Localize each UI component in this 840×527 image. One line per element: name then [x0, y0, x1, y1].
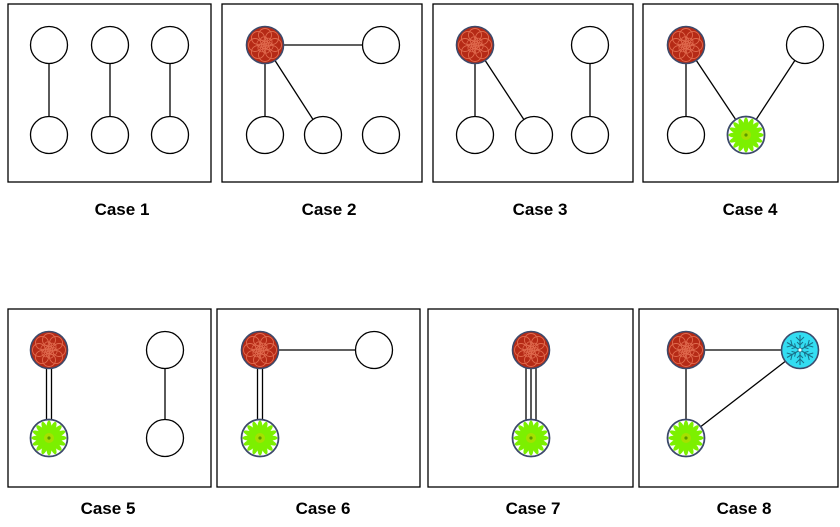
- empty-node: [785, 25, 825, 65]
- empty-node: [303, 115, 343, 155]
- empty-node: [455, 115, 495, 155]
- rose-node-icon: [29, 330, 69, 370]
- empty-node: [361, 115, 401, 155]
- empty-node: [145, 418, 185, 458]
- rose-node-icon: [455, 25, 495, 65]
- graph-edge: [685, 349, 801, 439]
- empty-node: [29, 25, 69, 65]
- case-caption: Case 6: [296, 499, 351, 518]
- empty-node: [150, 115, 190, 155]
- empty-node: [145, 330, 185, 370]
- case-panel-6: Case 6: [216, 308, 421, 518]
- rose-node-icon: [240, 330, 280, 370]
- daisy-node-icon: [240, 418, 280, 458]
- rose-node-icon: [666, 330, 706, 370]
- case-caption: Case 2: [302, 200, 357, 219]
- empty-node: [514, 115, 554, 155]
- case-caption: Case 7: [506, 499, 561, 518]
- snowflake-node-icon: [780, 330, 820, 370]
- daisy-node-icon: [726, 115, 766, 155]
- empty-node: [245, 115, 285, 155]
- daisy-node-icon: [511, 418, 551, 458]
- rose-node-icon: [511, 330, 551, 370]
- case-panel-1: Case 1: [7, 3, 212, 219]
- empty-node: [90, 25, 130, 65]
- case-panel-7: Case 7: [427, 308, 634, 518]
- rose-node-icon: [245, 25, 285, 65]
- empty-node: [29, 115, 69, 155]
- empty-node: [354, 330, 394, 370]
- empty-node: [150, 25, 190, 65]
- case-caption: Case 4: [723, 200, 778, 219]
- case-caption: Case 5: [81, 499, 136, 518]
- case-panel-2: Case 2: [221, 3, 423, 219]
- case-caption: Case 8: [717, 499, 772, 518]
- rose-node-icon: [666, 25, 706, 65]
- empty-node: [666, 115, 706, 155]
- case-caption: Case 3: [513, 200, 568, 219]
- empty-node: [570, 115, 610, 155]
- case-panel-4: Case 4: [642, 3, 839, 219]
- case-panel-8: Case 8: [638, 308, 839, 518]
- case-panel-5: Case 5: [7, 308, 212, 518]
- case-caption: Case 1: [95, 200, 150, 219]
- daisy-node-icon: [666, 418, 706, 458]
- case-panel-3: Case 3: [432, 3, 634, 219]
- empty-node: [570, 25, 610, 65]
- empty-node: [361, 25, 401, 65]
- empty-node: [90, 115, 130, 155]
- daisy-node-icon: [29, 418, 69, 458]
